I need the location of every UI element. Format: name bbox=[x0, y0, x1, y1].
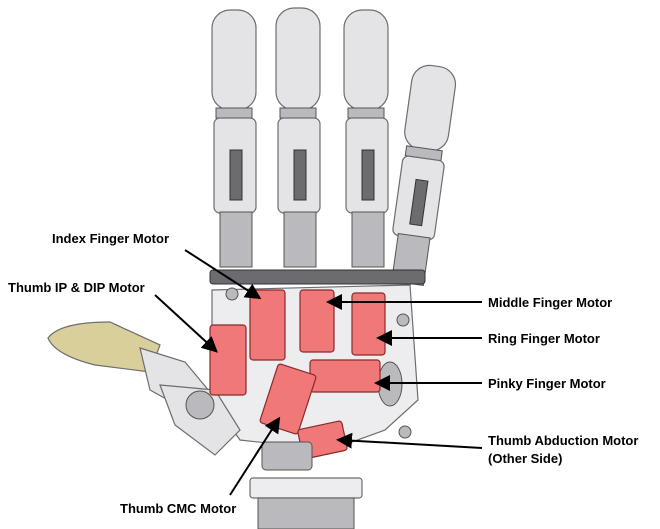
label-thumb-ip-dip-motor: Thumb IP & DIP Motor bbox=[8, 280, 145, 295]
pinky-finger-motor bbox=[309, 359, 381, 393]
wrist-base bbox=[249, 441, 363, 529]
index-finger-motor bbox=[249, 289, 286, 361]
middle-finger-motor bbox=[299, 289, 335, 353]
thumb-ip-dip-motor bbox=[209, 324, 247, 396]
pinky-finger bbox=[391, 64, 457, 287]
thumb bbox=[47, 321, 241, 456]
label-thumb-abduction-motor: Thumb Abduction Motor bbox=[488, 433, 638, 448]
label-middle-finger-motor: Middle Finger Motor bbox=[488, 295, 612, 310]
ring-finger bbox=[343, 9, 389, 268]
index-arrow bbox=[184, 249, 262, 300]
cmc-arrow bbox=[229, 416, 281, 496]
label-thumb-abduction-other-side: (Other Side) bbox=[488, 451, 562, 466]
index-finger bbox=[211, 9, 257, 268]
label-index-finger-motor: Index Finger Motor bbox=[52, 231, 169, 246]
label-thumb-cmc-motor: Thumb CMC Motor bbox=[120, 501, 236, 516]
label-pinky-finger-motor: Pinky Finger Motor bbox=[488, 376, 606, 391]
middle-finger bbox=[275, 7, 321, 268]
label-ring-finger-motor: Ring Finger Motor bbox=[488, 331, 600, 346]
abduction-arrow bbox=[336, 432, 483, 449]
thumb-ip-arrow bbox=[154, 294, 218, 353]
